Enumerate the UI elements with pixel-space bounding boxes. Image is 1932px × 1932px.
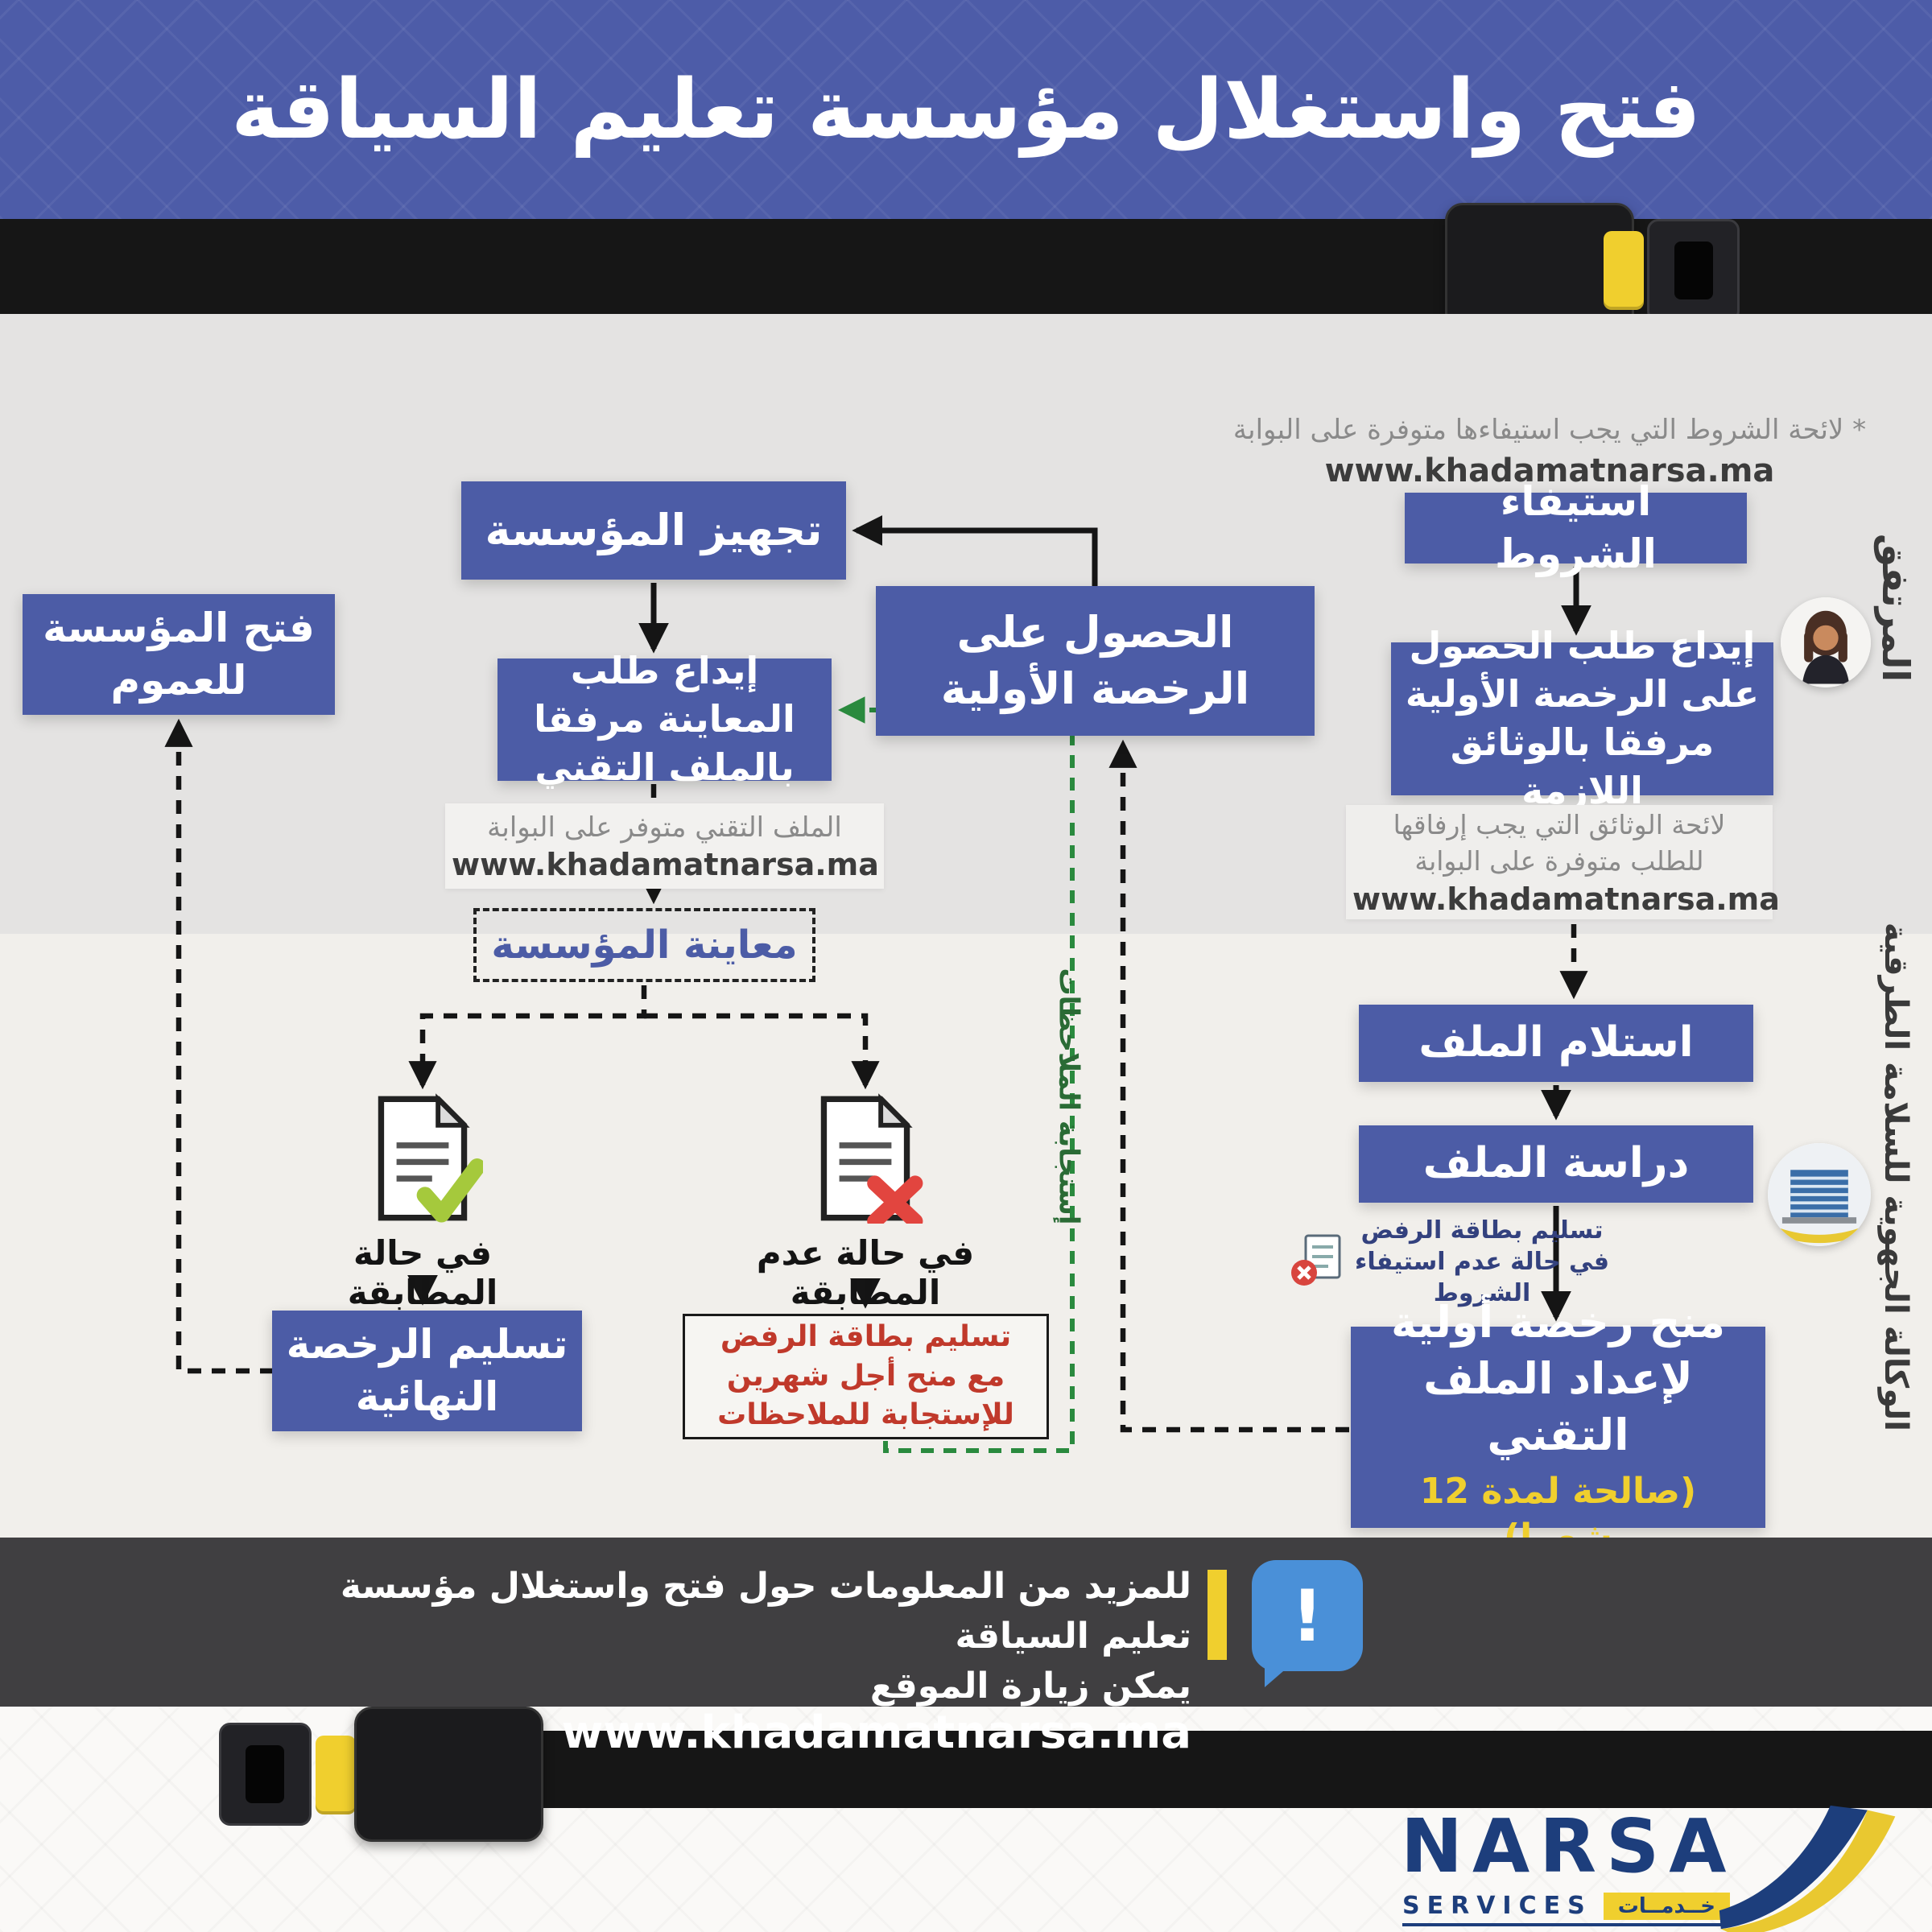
step-rejection-deadline: تسليم بطاقة الرفض مع منح أجل شهرين للإست… <box>683 1314 1049 1439</box>
step-prepare-institution: تجهيز المؤسسة <box>461 481 846 580</box>
case-match-label: في حالة المطابقة <box>347 1233 498 1312</box>
logo-services-row: SERVICES خــدمــات <box>1402 1892 1730 1926</box>
yellow-accent-bar <box>1208 1570 1227 1660</box>
step-study-file-label: دراسة الملف <box>1422 1139 1690 1188</box>
conditions-note-url: www.khadamatnarsa.ma <box>1324 452 1775 489</box>
lane-agency-label: الوكالة الجهوية للسلامة الطرقية <box>1877 922 1914 1431</box>
info-line2-text: يمكن زيارة الموقع <box>869 1666 1191 1707</box>
woman-icon <box>1781 597 1871 687</box>
tech-file-note: الملف التقني متوفر على البوابة www.khada… <box>445 803 884 889</box>
buckle-body-icon <box>354 1707 543 1842</box>
exclamation-mark: ! <box>1290 1574 1324 1657</box>
docs-note-url: www.khadamatnarsa.ma <box>1352 881 1780 917</box>
step-receive-file: استلام الملف <box>1359 1005 1753 1082</box>
buckle-button-icon <box>1604 231 1644 310</box>
conditions-note-text: * لائحة الشروط التي يجب استيفاءها متوفرة… <box>1232 414 1867 446</box>
step-grant-license-label: منح رخصة أولية لإعداد الملف التقني <box>1390 1296 1726 1460</box>
step-obtain-license-label: الحصول على الرخصة الأولية <box>940 606 1250 714</box>
step-deposit-request-label: إيداع طلب الحصول على الرخصة الأولية مرفق… <box>1405 624 1760 812</box>
logo-arabic-label: خــدمــات <box>1603 1892 1730 1920</box>
exclamation-bubble-icon: ! <box>1252 1560 1363 1687</box>
step-inspection: معاينة المؤسسة <box>473 908 815 982</box>
step-prepare-institution-label: تجهيز المؤسسة <box>485 504 823 555</box>
buckle-button-icon <box>316 1736 356 1814</box>
seatbelt-band-bottom <box>523 1731 1932 1808</box>
docs-note-text: لائحة الوثائق التي يجب إرفاقها للطلب متو… <box>1393 809 1726 877</box>
case-no-match-label: في حالة عدم المطابقة <box>756 1233 975 1312</box>
rejection-mini-note: تسليم بطاقة الرفض في حالة عدم استيفاء ال… <box>1288 1216 1610 1307</box>
header-banner: فتح واستغلال مؤسسة تعليم السياقة <box>0 0 1932 219</box>
remarks-response-label: إستجابة الملاحظات <box>1052 968 1085 1225</box>
road-swoosh-icon <box>1719 1805 1896 1932</box>
step-study-file: دراسة الملف <box>1359 1125 1753 1203</box>
conditions-note: * لائحة الشروط التي يجب استيفاءها متوفرة… <box>1232 412 1868 489</box>
buckle-slot-icon <box>246 1745 284 1803</box>
logo-services-label: SERVICES <box>1402 1892 1592 1920</box>
tech-file-note-url: www.khadamatnarsa.ma <box>452 846 879 882</box>
rejection-card-icon <box>1291 1234 1341 1286</box>
step-open-public-label: فتح المؤسسة للعموم <box>43 605 315 704</box>
tech-file-note-text: الملف التقني متوفر على البوابة <box>487 811 842 844</box>
step-rejection-deadline-label: تسليم بطاقة الرفض مع منح أجل شهرين للإست… <box>717 1320 1014 1432</box>
page-title: فتح واستغلال مؤسسة تعليم السياقة <box>231 61 1701 158</box>
step-final-license: تسليم الرخصة النهائية <box>272 1311 582 1431</box>
narsa-logo: NARSA SERVICES خــدمــات <box>1401 1803 1916 1932</box>
info-url: www.khadamatnarsa.ma <box>561 1707 1191 1760</box>
document-approved-icon <box>378 1093 483 1223</box>
step-obtain-license: الحصول على الرخصة الأولية <box>876 586 1315 736</box>
document-rejected-icon <box>820 1093 923 1224</box>
step-final-license-label: تسليم الرخصة النهائية <box>286 1321 568 1420</box>
citizen-avatar <box>1781 597 1871 687</box>
info-line1: للمزيد من المعلومات حول فتح واستغلال مؤس… <box>340 1566 1191 1657</box>
step-receive-file-label: استلام الملف <box>1418 1018 1694 1067</box>
docs-note: لائحة الوثائق التي يجب إرفاقها للطلب متو… <box>1346 805 1780 919</box>
step-inspection-label: معاينة المؤسسة <box>491 923 798 968</box>
info-bar: للمزيد من المعلومات حول فتح واستغلال مؤس… <box>0 1538 1932 1759</box>
step-deposit-request: إيداع طلب الحصول على الرخصة الأولية مرفق… <box>1391 624 1773 812</box>
logo-name: NARSA <box>1401 1803 1736 1889</box>
agency-avatar <box>1768 1143 1871 1246</box>
step-inspection-request: إيداع طلب المعاينة مرفقا بالملف التقني <box>497 649 832 789</box>
lane-citizen-label: المرتفق <box>1874 533 1918 683</box>
info-line2: يمكن زيارة الموقع www.khadamatnarsa.ma <box>274 1666 1191 1759</box>
step-inspection-request-label: إيداع طلب المعاينة مرفقا بالملف التقني <box>534 649 795 789</box>
buckle-slot-icon <box>1674 242 1713 299</box>
step-conditions: استيفاء الشروط <box>1405 478 1747 577</box>
info-text: للمزيد من المعلومات حول فتح واستغلال مؤس… <box>274 1562 1191 1759</box>
step-conditions-label: استيفاء الشروط <box>1495 478 1657 577</box>
step-open-public: فتح المؤسسة للعموم <box>23 594 335 715</box>
step-grant-license: منح رخصة أولية لإعداد الملف التقني (صالح… <box>1351 1297 1765 1558</box>
building-icon <box>1768 1143 1871 1246</box>
rejection-mini-note-text: تسليم بطاقة الرفض في حالة عدم استيفاء ال… <box>1355 1216 1609 1307</box>
